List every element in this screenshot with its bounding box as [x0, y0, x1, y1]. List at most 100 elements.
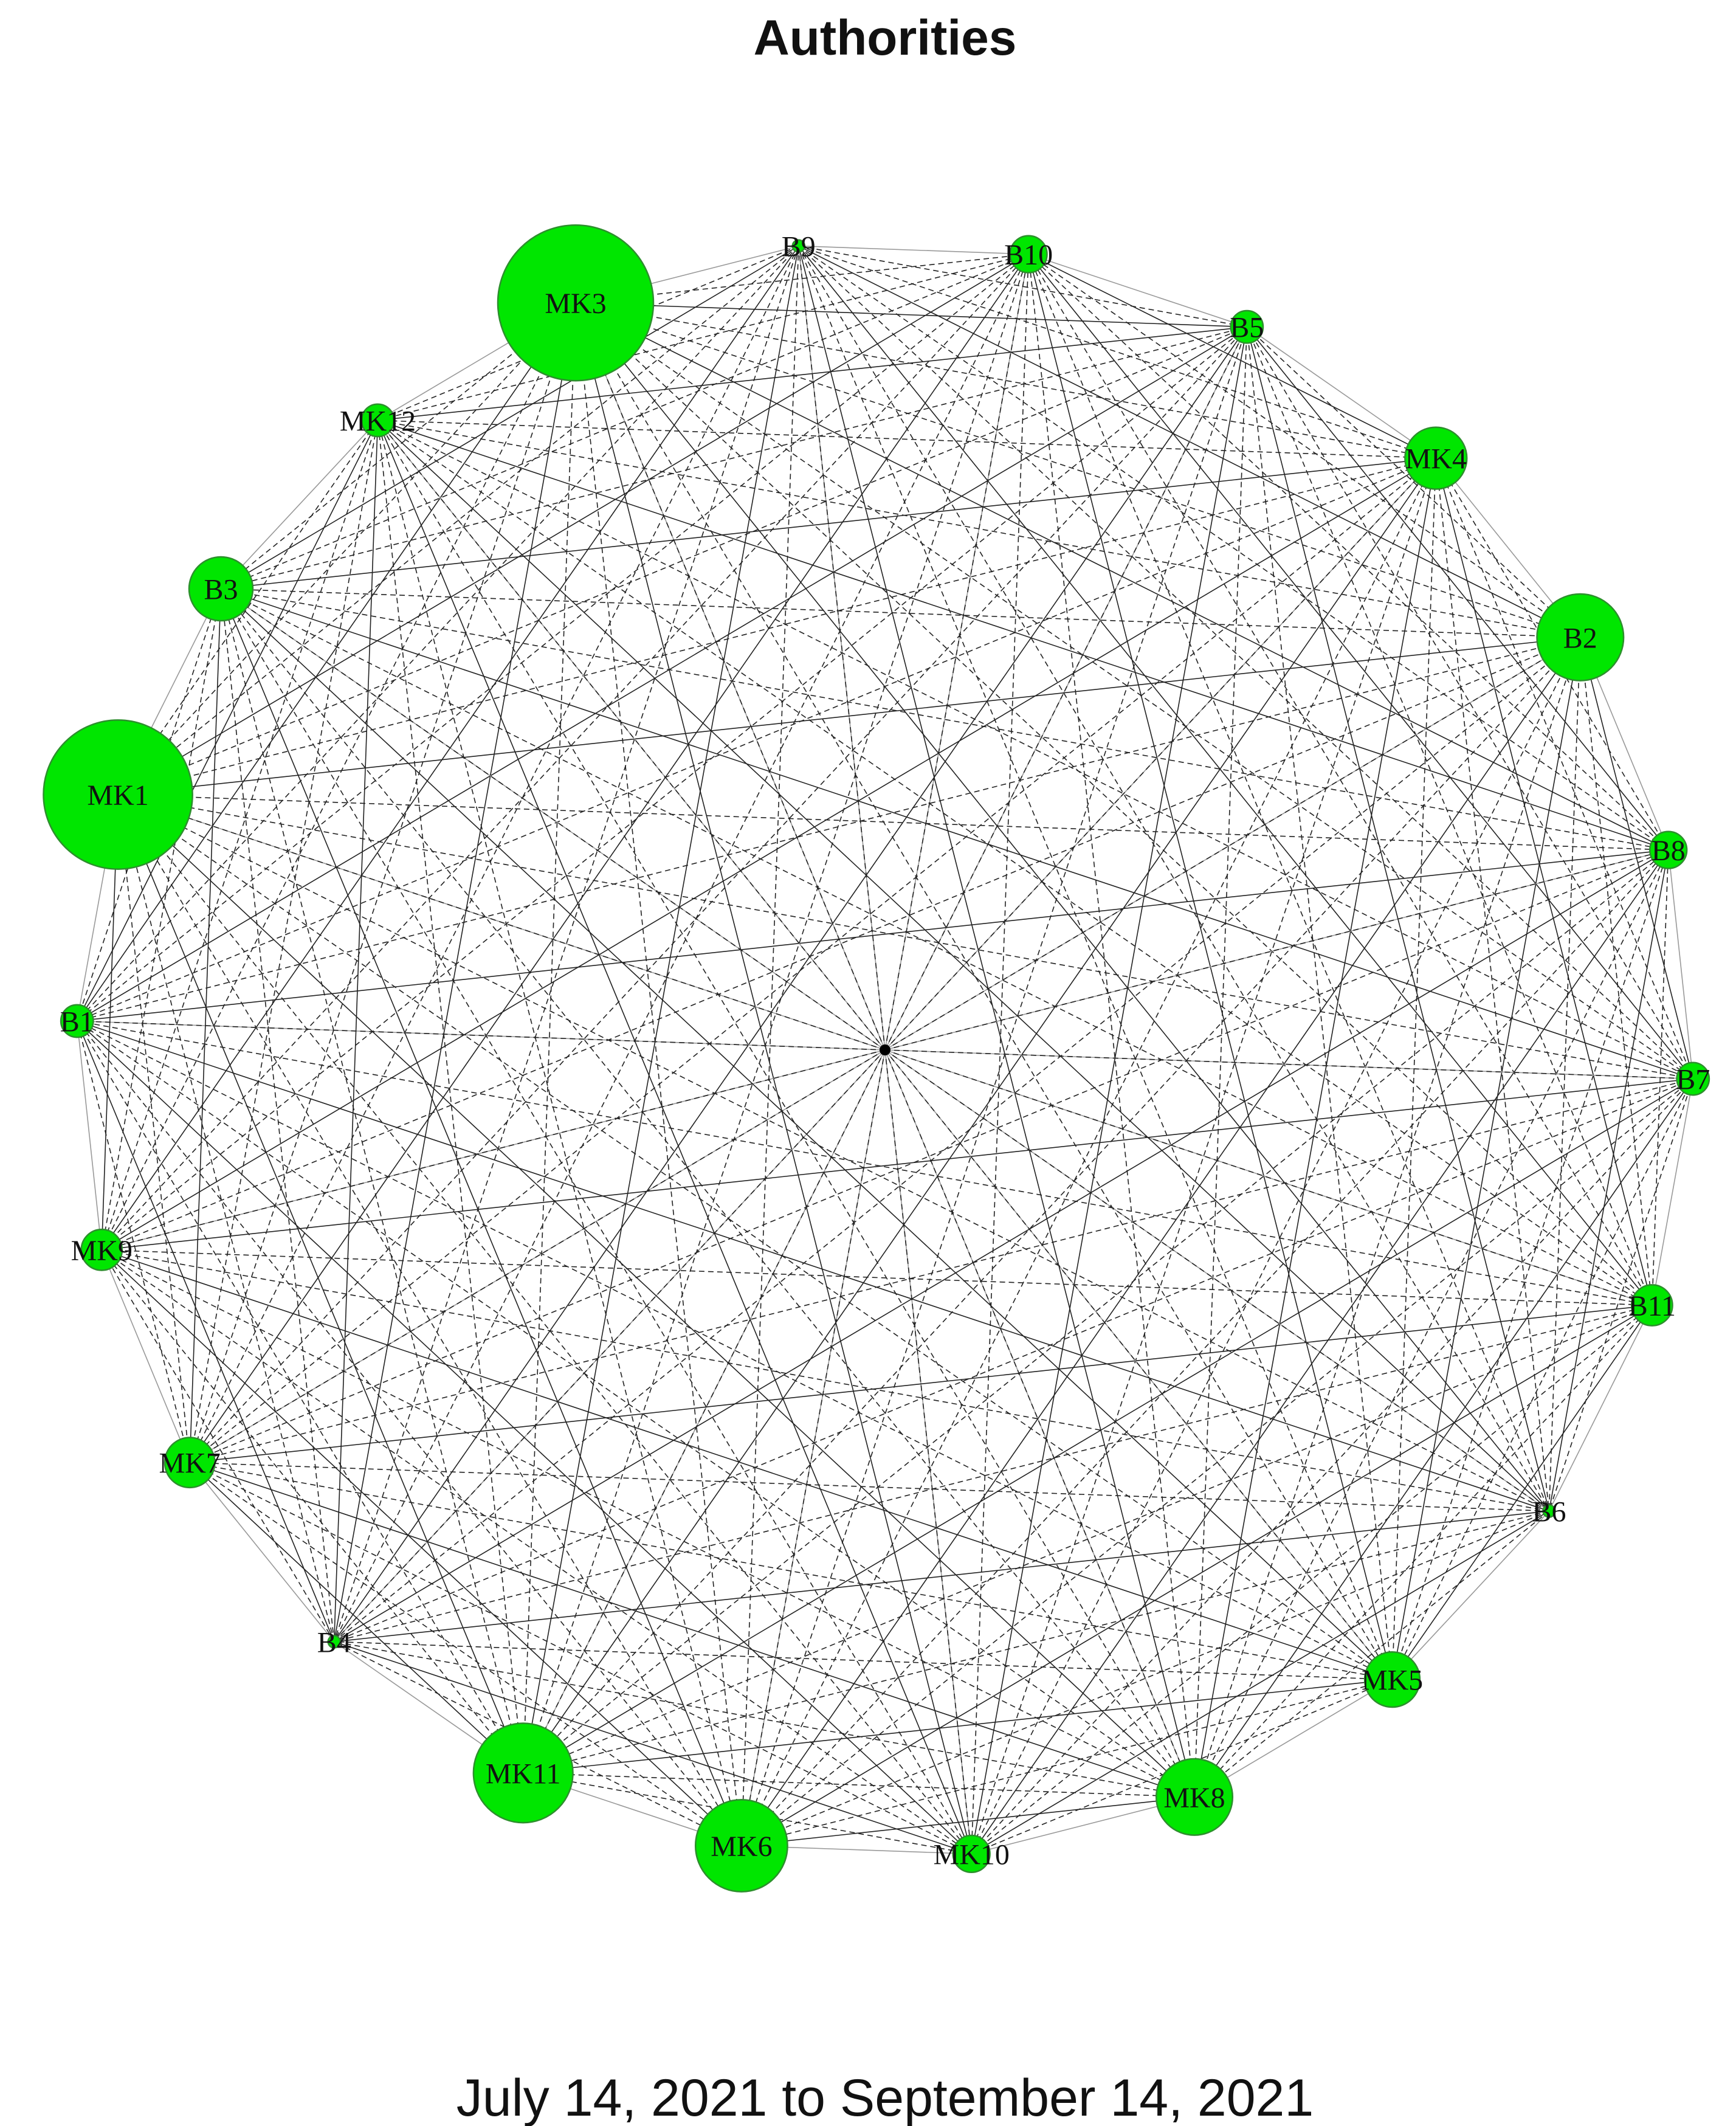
edge-b2-mk5 [1391, 637, 1581, 1680]
edge-b8-mk12 [377, 419, 1669, 851]
edge-mk3-b7 [575, 302, 1693, 1080]
spoke-center-mk7 [189, 1049, 886, 1463]
edge-b4-mk7 [189, 1462, 335, 1642]
edge-b8-b3 [221, 588, 1669, 851]
edge-b7-mk1 [117, 794, 1693, 1080]
node-label-mk9: MK9 [71, 1235, 133, 1267]
edge-b10-b6 [1028, 254, 1550, 1511]
node-label-b8: B8 [1652, 835, 1686, 867]
edge-mk10-mk1 [117, 794, 972, 1854]
node-label-mk12: MK12 [340, 405, 416, 437]
node-label-mk4: MK4 [1405, 443, 1467, 475]
edge-b1-mk12 [77, 420, 379, 1021]
edge-mk1-mk12 [117, 419, 379, 795]
edge-mk6-mk12 [377, 420, 742, 1846]
edge-b9-b3 [221, 245, 799, 590]
node-mk12: MK12 [340, 403, 416, 437]
spoke-center-b8 [884, 849, 1669, 1051]
node-label-b3: B3 [204, 574, 238, 606]
edge-mk3-mk9 [101, 302, 576, 1251]
edge-b5-mk6 [741, 326, 1248, 1846]
node-circle-mk6 [694, 1798, 788, 1893]
edge-b5-mk7 [189, 326, 1247, 1463]
spoke-center-b2 [884, 637, 1581, 1051]
edge-mk6-mk7 [189, 1462, 742, 1846]
edge-b2-b11 [1580, 637, 1653, 1306]
node-circle-b7 [1676, 1061, 1710, 1096]
edge-mk3-mk5 [575, 302, 1393, 1680]
edge-b11-b3 [221, 588, 1653, 1306]
edge-b9-b11 [798, 246, 1653, 1306]
edge-mk4-mk9 [101, 457, 1436, 1251]
edge-mk9-b3 [101, 588, 222, 1251]
edge-b10-mk1 [117, 254, 1029, 795]
edge-mk8-b3 [220, 588, 1195, 1798]
edge-b10-b5 [1028, 254, 1247, 328]
spoke-center-b5 [884, 326, 1248, 1051]
edge-b11-b6 [1548, 1305, 1653, 1511]
node-circle-b8 [1649, 830, 1688, 869]
spoke-center-b10 [884, 254, 1029, 1051]
edge-b9-mk12 [377, 245, 799, 421]
node-mk4: MK4 [1404, 426, 1468, 490]
edge-b1-b3 [77, 588, 222, 1021]
edge-b7-mk12 [377, 419, 1693, 1080]
edge-b10-b2 [1028, 254, 1581, 638]
edge-b8-b1 [77, 849, 1669, 1022]
node-mk5: MK5 [1362, 1651, 1423, 1708]
edge-b10-mk10 [971, 254, 1029, 1854]
node-circle-b5 [1230, 309, 1264, 344]
node-label-mk8: MK8 [1163, 1782, 1225, 1814]
edge-mk10-mk11 [523, 1772, 972, 1855]
spoke-center-b7 [884, 1049, 1693, 1080]
node-label-mk6: MK6 [711, 1831, 772, 1863]
edge-b9-b8 [798, 245, 1669, 851]
edge-mk5-mk1 [117, 794, 1393, 1680]
edge-b6-mk8 [1194, 1510, 1550, 1798]
edge-b11-mk9 [102, 1249, 1652, 1306]
edge-b7-mk9 [102, 1078, 1693, 1251]
edge-mk6-b4 [334, 1641, 742, 1846]
spoke-center-b3 [221, 588, 886, 1051]
spoke-center-mk5 [884, 1049, 1393, 1680]
node-mk1: MK1 [43, 719, 193, 870]
edge-mk6-b1 [77, 1020, 742, 1846]
edge-b5-mk10 [971, 326, 1248, 1854]
edge-b7-mk7 [190, 1078, 1693, 1463]
edge-b11-b4 [334, 1305, 1653, 1643]
edge-b2-b1 [77, 637, 1580, 1022]
spoke-center-mk3 [575, 302, 886, 1051]
edge-b8-mk7 [189, 849, 1669, 1463]
node-circle-mk3 [497, 224, 655, 382]
node-circle-mk5 [1363, 1651, 1421, 1708]
node-b1: B1 [60, 1004, 94, 1038]
edge-mk8-b1 [77, 1020, 1195, 1798]
edge-mk8-mk12 [377, 419, 1195, 1798]
edge-mk3-b4 [333, 303, 576, 1642]
node-mk6: MK6 [694, 1798, 788, 1893]
edge-b9-mk11 [522, 246, 799, 1773]
node-b8: B8 [1649, 830, 1688, 869]
spoke-center-b6 [884, 1049, 1549, 1512]
edge-mk10-b4 [334, 1641, 972, 1855]
node-label-mk3: MK3 [545, 288, 606, 320]
node-label-mk1: MK1 [87, 779, 148, 812]
edge-mk5-mk10 [971, 1679, 1393, 1855]
node-label-mk5: MK5 [1362, 1665, 1423, 1697]
edge-b6-mk9 [102, 1249, 1549, 1512]
edge-mk4-b1 [77, 457, 1436, 1022]
node-mk3: MK3 [497, 224, 655, 382]
edge-b11-mk6 [741, 1305, 1653, 1846]
edge-mk3-mk6 [575, 303, 742, 1846]
edge-mk4-b6 [1435, 458, 1550, 1511]
edge-mk4-mk6 [741, 458, 1437, 1846]
figure-title: Authorities [754, 10, 1017, 66]
edge-mk7-mk1 [117, 794, 190, 1463]
edge-b7-mk10 [971, 1078, 1693, 1854]
node-label-b4: B4 [317, 1626, 351, 1658]
node-b7: B7 [1676, 1061, 1710, 1096]
edge-mk7-mk12 [189, 420, 379, 1463]
edge-b6-mk5 [1391, 1510, 1550, 1680]
node-mk10: MK10 [934, 1834, 1010, 1874]
edge-mk8-mk7 [189, 1462, 1195, 1798]
